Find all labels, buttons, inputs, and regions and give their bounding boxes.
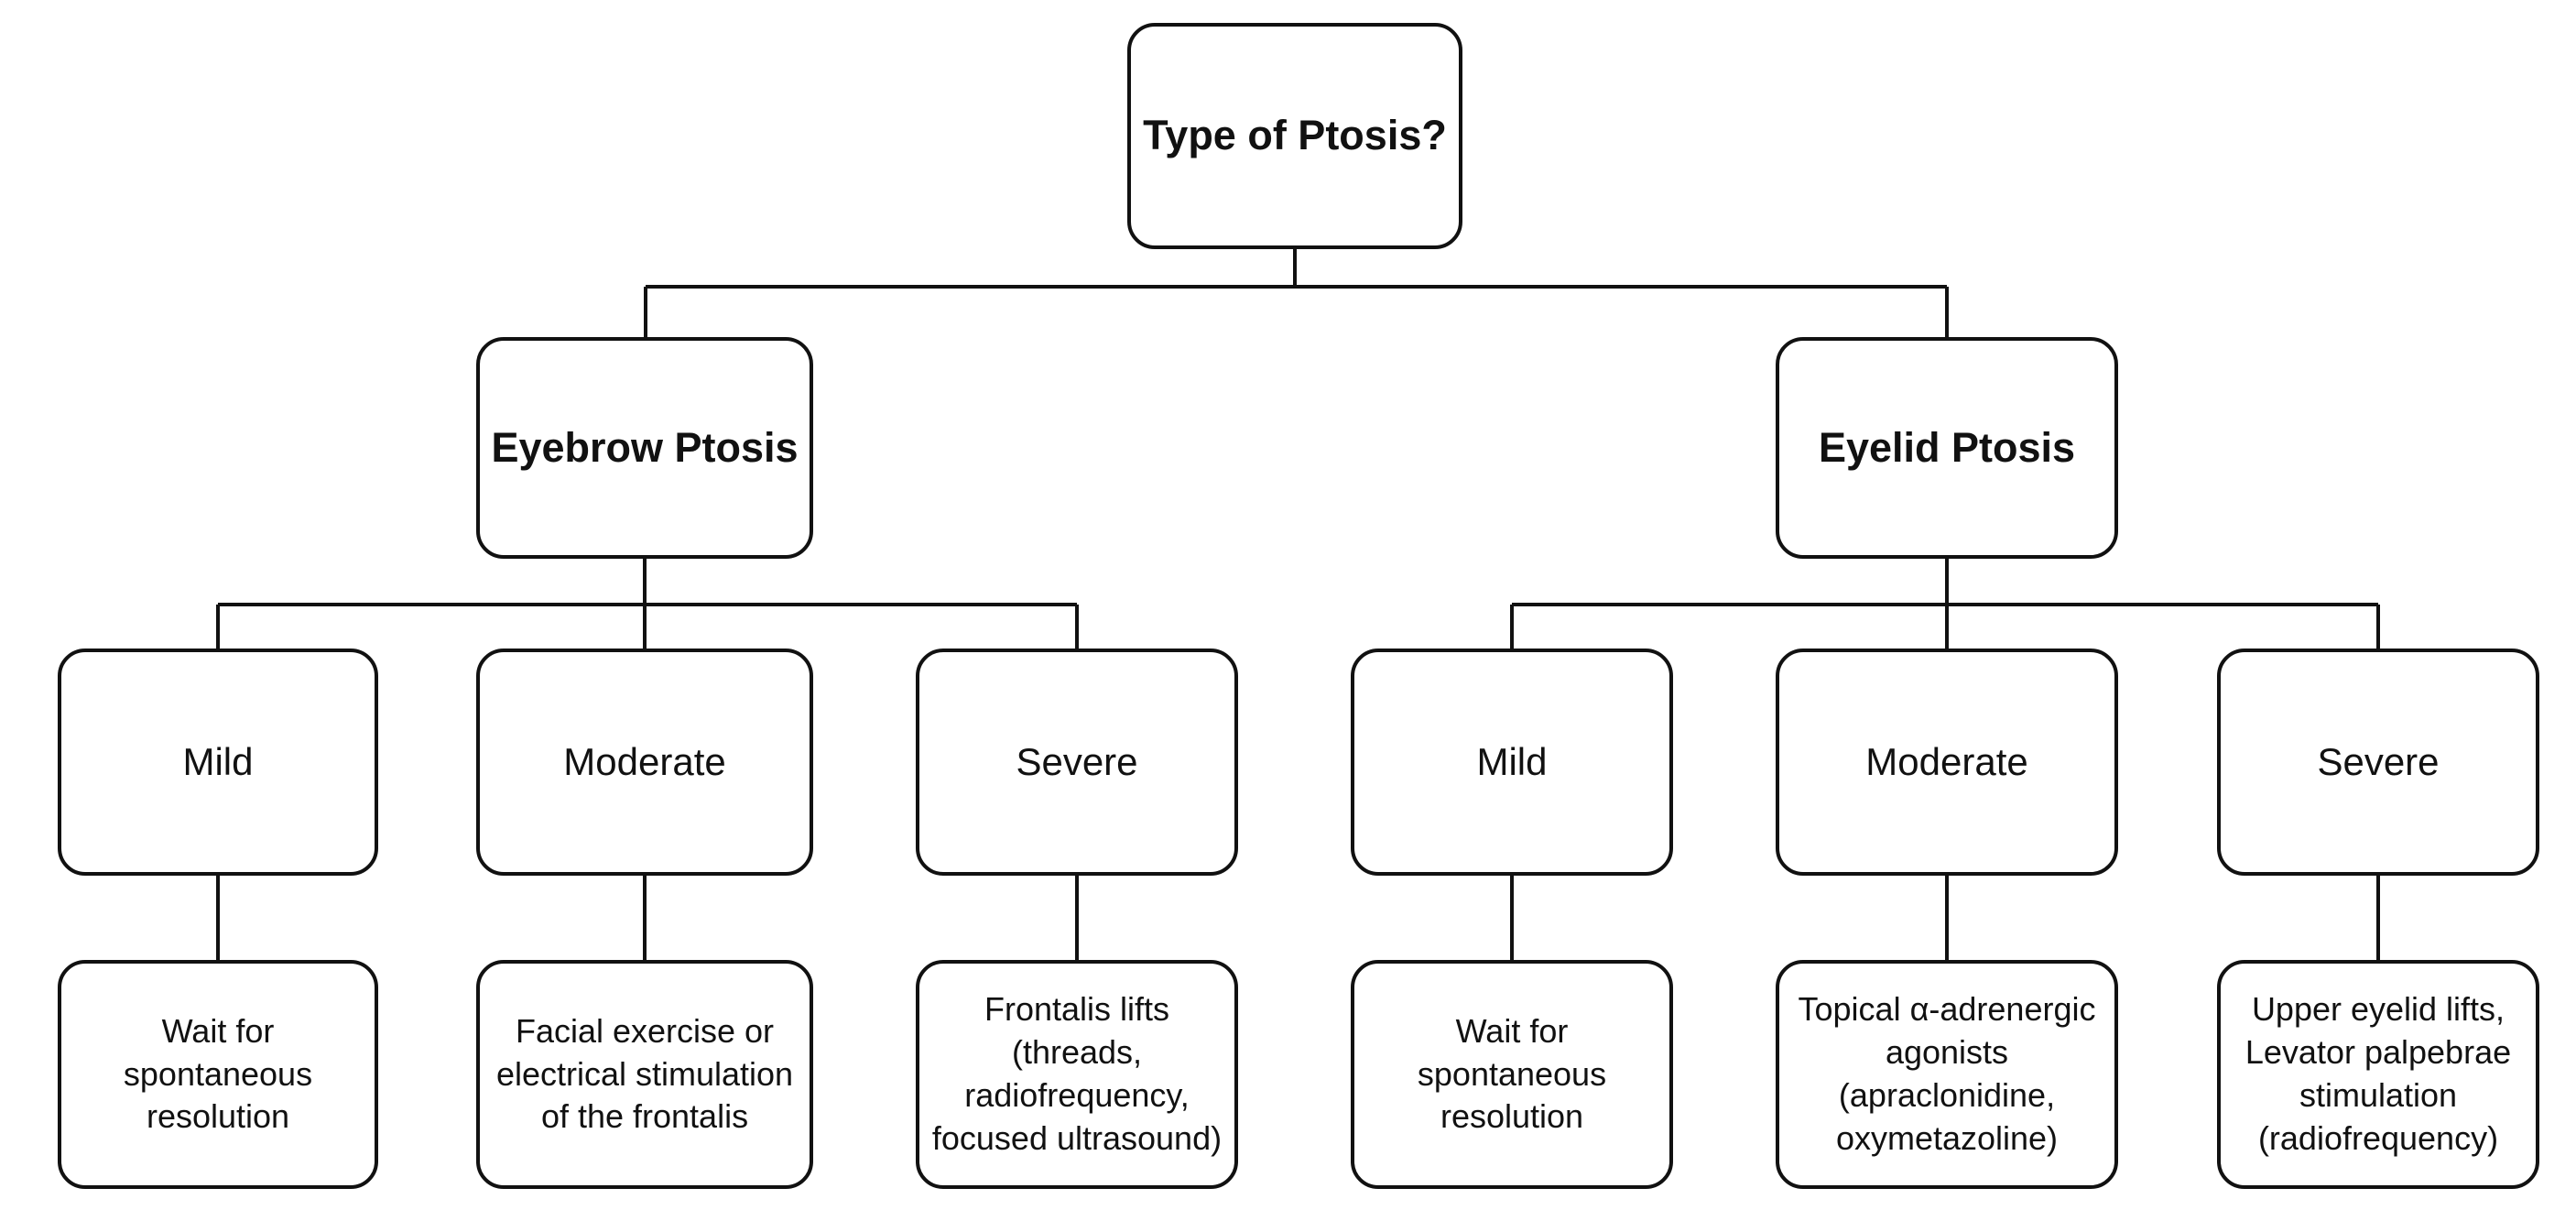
node-eyebrow-mild: Mild [58,649,378,876]
node-eyelid-ptosis: Eyelid Ptosis [1776,337,2118,559]
node-eyebrow-severe: Severe [916,649,1238,876]
node-eyebrow-moderate: Moderate [476,649,813,876]
node-eyelid-mild: Mild [1351,649,1673,876]
node-treatment-eyebrow-severe: Frontalis lifts (threads, radiofrequency… [916,960,1238,1189]
node-eyelid-severe: Severe [2217,649,2539,876]
node-treatment-eyelid-moderate: Topical α-adrenergic agonists (apracloni… [1776,960,2118,1189]
node-treatment-eyebrow-mild: Wait for spontaneous resolution [58,960,378,1189]
node-root-type-of-ptosis: Type of Ptosis? [1127,23,1462,249]
node-eyelid-moderate: Moderate [1776,649,2118,876]
node-treatment-eyelid-severe: Upper eyelid lifts, Levator palpebrae st… [2217,960,2539,1189]
node-eyebrow-ptosis: Eyebrow Ptosis [476,337,813,559]
node-treatment-eyebrow-moderate: Facial exercise or electrical stimulatio… [476,960,813,1189]
node-treatment-eyelid-mild: Wait for spontaneous resolution [1351,960,1673,1189]
